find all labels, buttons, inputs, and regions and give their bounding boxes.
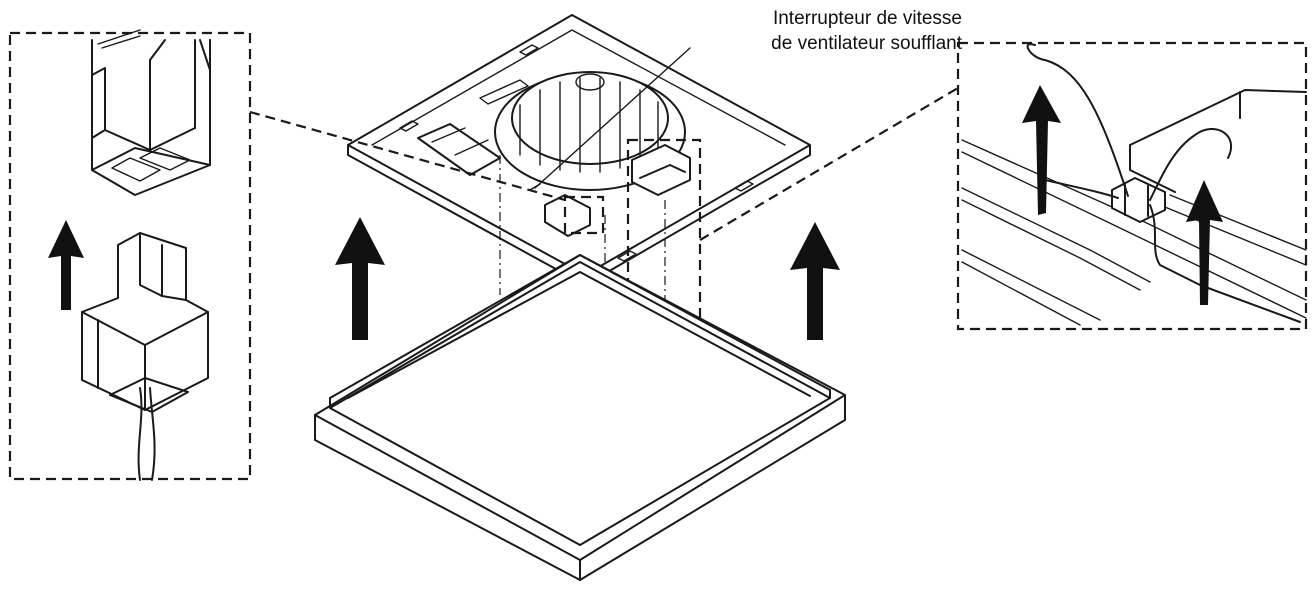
callout-line-1: Interrupteur de vitesse bbox=[772, 8, 962, 29]
arrow-up-icon bbox=[48, 220, 84, 310]
grille-panel bbox=[314, 254, 846, 581]
connector-housing-top bbox=[91, 29, 211, 196]
callout-line-2: de ventilateur soufflant bbox=[771, 33, 962, 54]
arrow-up-icon bbox=[335, 217, 385, 340]
blower-speed-switch-callout: Interrupteur de vitesse de ventilateur s… bbox=[662, 6, 962, 56]
connector-detail-box bbox=[8, 29, 252, 481]
connector-plug-bottom bbox=[81, 232, 209, 481]
arrow-up-icon bbox=[1022, 85, 1061, 215]
switch-detail-box bbox=[956, 41, 1308, 331]
arrow-up-icon bbox=[1186, 180, 1223, 305]
arrow-up-icon bbox=[790, 222, 840, 340]
wire-clip bbox=[1026, 43, 1301, 323]
